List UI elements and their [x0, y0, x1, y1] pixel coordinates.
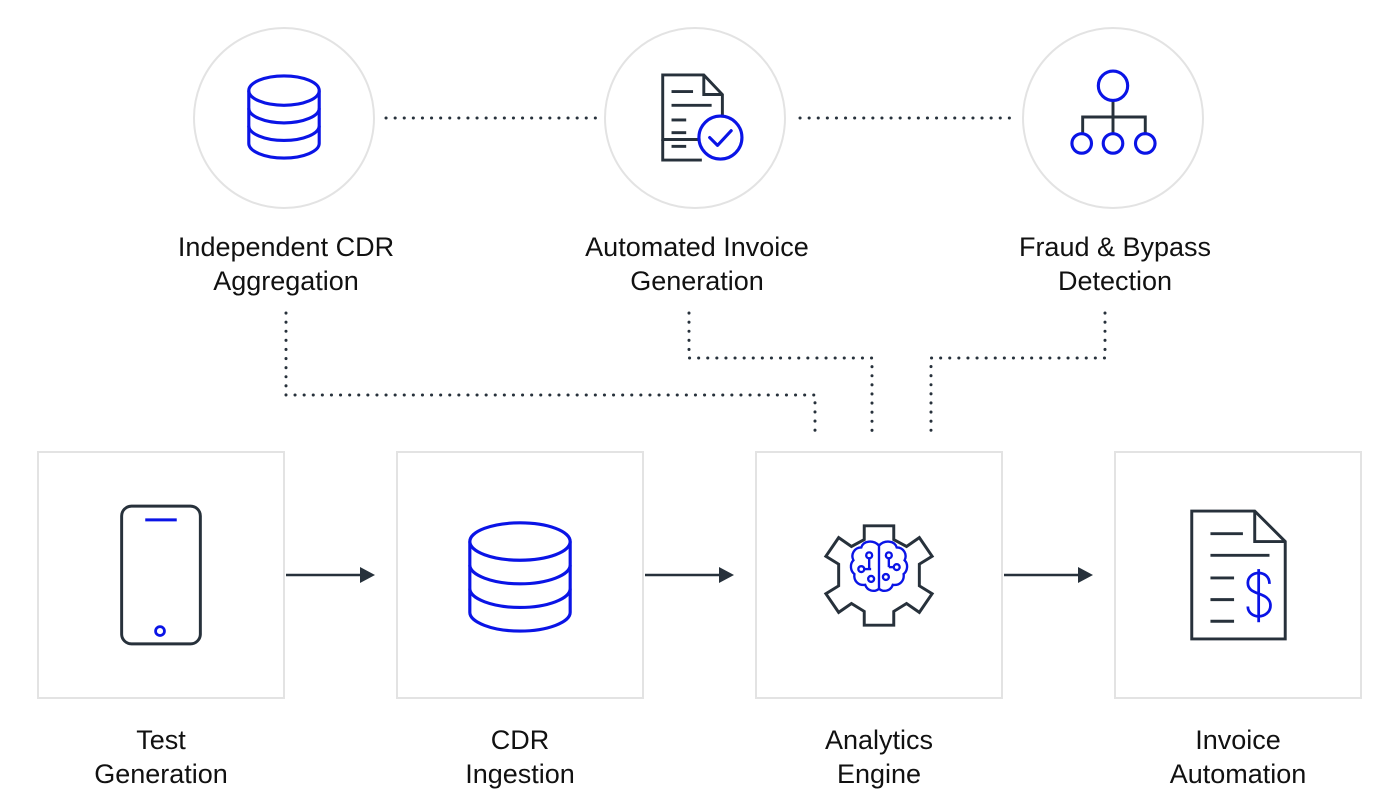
label-line: Ingestion	[465, 759, 575, 789]
label-line: Aggregation	[213, 266, 359, 296]
label-line: Automation	[1169, 759, 1307, 789]
document-check-icon	[661, 73, 744, 162]
arrow-1	[286, 567, 375, 583]
database-icon	[247, 74, 321, 160]
node-invoice-generation	[604, 27, 786, 209]
gear-brain-icon	[823, 524, 935, 627]
label-line: Test	[136, 725, 186, 755]
brain-icon	[849, 540, 909, 592]
label-analytics-engine: Analytics Engine	[755, 723, 1003, 791]
label-test-generation: Test Generation	[37, 723, 285, 791]
label-line: Independent CDR	[177, 232, 395, 262]
smartphone-icon	[120, 504, 202, 646]
label-line: CDR	[490, 725, 550, 755]
node-analytics-engine	[755, 451, 1003, 699]
label-line: Analytics	[824, 725, 934, 755]
label-line: Engine	[836, 759, 922, 789]
arrow-2	[645, 567, 734, 583]
label-line: Invoice	[1195, 725, 1281, 755]
invoice-dollar-icon	[1190, 509, 1287, 641]
node-test-generation	[37, 451, 285, 699]
label-line: Detection	[1057, 266, 1173, 296]
label-fraud-detection: Fraud & Bypass Detection	[963, 230, 1267, 298]
arrow-3	[1004, 567, 1093, 583]
node-cdr-aggregation	[193, 27, 375, 209]
label-line: Generation	[94, 759, 228, 789]
label-line: Automated Invoice	[585, 232, 809, 262]
node-fraud-detection	[1022, 27, 1204, 209]
dotted-link-aggregation-to-engine	[284, 311, 817, 434]
label-invoice-automation: Invoice Automation	[1114, 723, 1362, 791]
label-cdr-aggregation: Independent CDR Aggregation	[134, 230, 438, 298]
label-line: Generation	[630, 266, 764, 296]
node-invoice-automation	[1114, 451, 1362, 699]
label-line: Fraud & Bypass	[1018, 232, 1212, 262]
label-invoice-generation: Automated Invoice Generation	[545, 230, 849, 298]
dotted-link-fraud-to-engine	[929, 311, 1107, 434]
database-icon	[468, 521, 572, 633]
label-cdr-ingestion: CDR Ingestion	[396, 723, 644, 791]
gear-icon	[823, 524, 935, 627]
hierarchy-icon	[1070, 69, 1157, 155]
dotted-link-invoice-to-engine	[687, 311, 874, 434]
node-cdr-ingestion	[396, 451, 644, 699]
